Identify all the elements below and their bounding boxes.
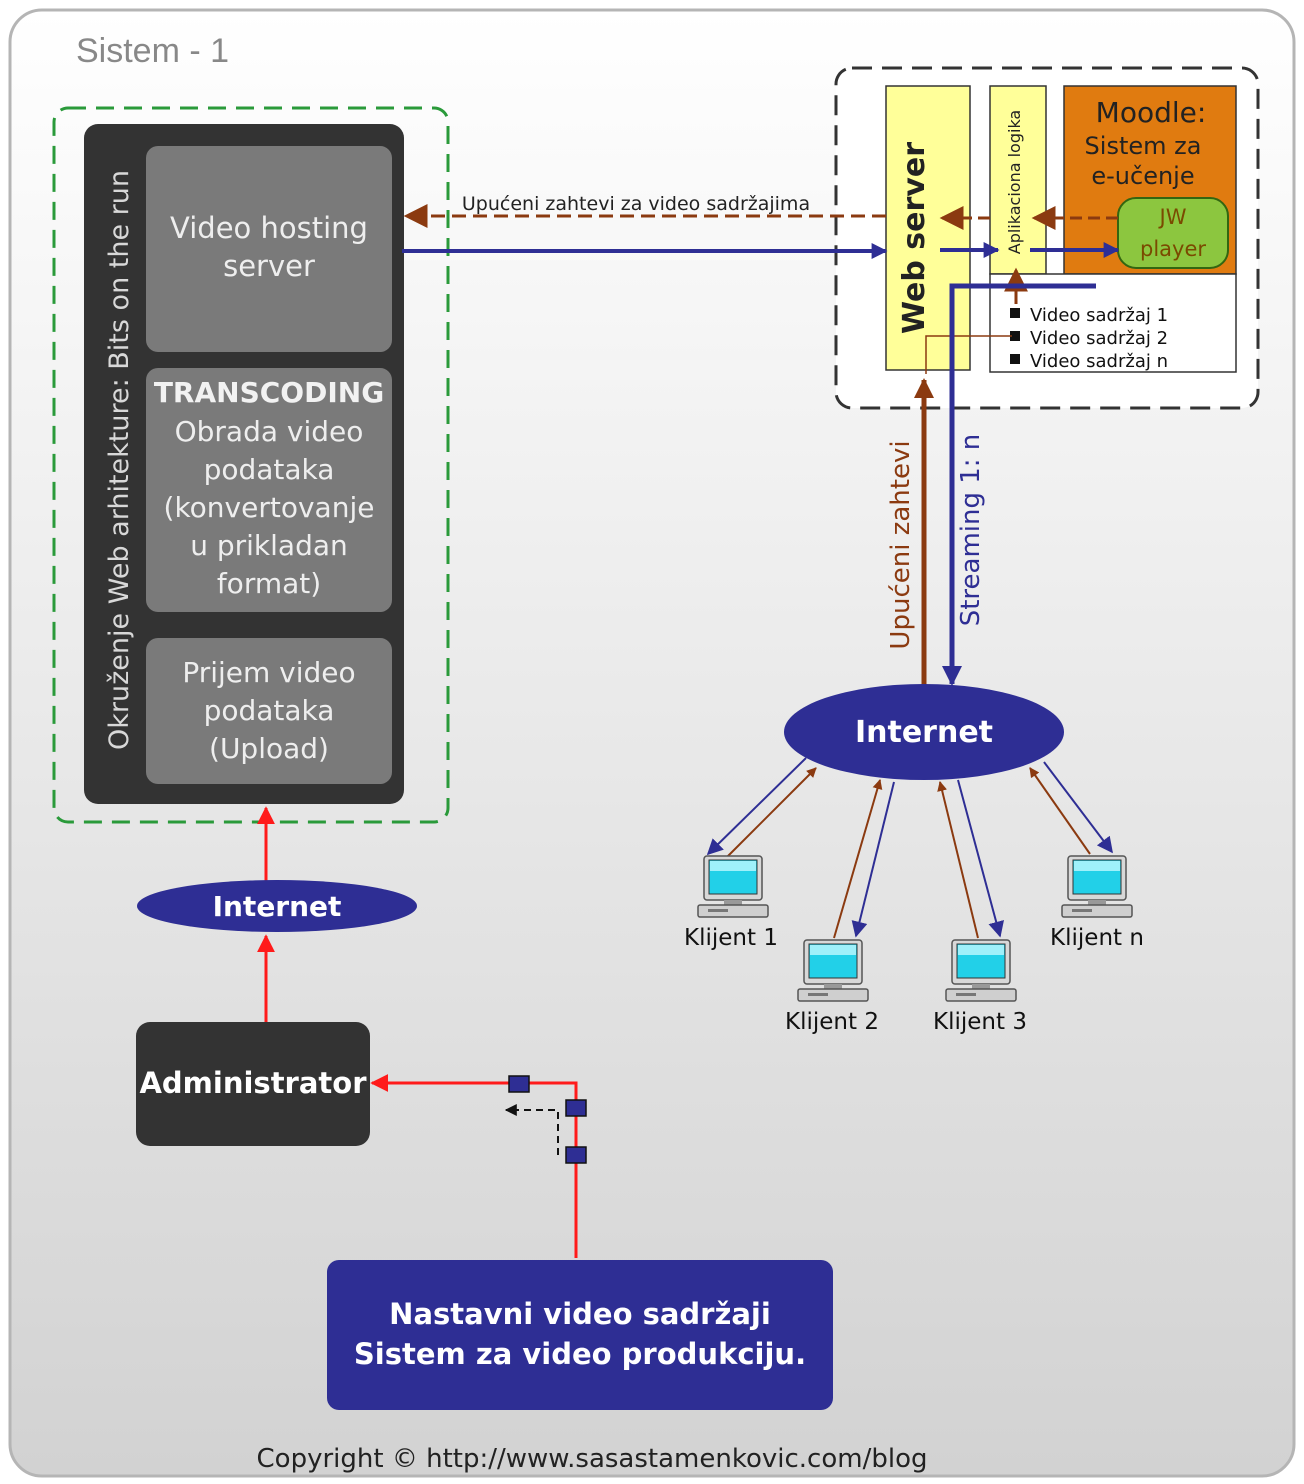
streaming-vertical-label: Streaming 1: n bbox=[956, 434, 986, 627]
web-server-box bbox=[885, 85, 971, 371]
video-hosting-box bbox=[146, 146, 392, 352]
upload-line-1: Prijem video bbox=[182, 656, 355, 689]
moodle-line-3: e-učenje bbox=[1091, 162, 1194, 190]
jw-player-line-1: JW bbox=[1158, 205, 1187, 229]
transcoding-heading: TRANSCODING bbox=[154, 376, 384, 409]
link-down-client-2 bbox=[851, 781, 895, 938]
jw-player-box bbox=[1117, 197, 1229, 269]
internet-right-label: Internet bbox=[855, 715, 993, 750]
production-to-admin-line bbox=[370, 1074, 578, 1258]
video-hosting-line-1: Video hosting bbox=[170, 211, 368, 245]
administrator-box bbox=[136, 1022, 370, 1146]
page-title: Sistem - 1 bbox=[76, 32, 229, 70]
moodle-line-2: Sistem za bbox=[1085, 132, 1202, 160]
link-up-client-n bbox=[1029, 767, 1091, 855]
video-item-2: Video sadržaj 2 bbox=[1030, 328, 1168, 349]
computer-icon bbox=[945, 939, 1017, 1002]
arrow-streaming-down bbox=[942, 283, 1096, 686]
internet-left-ellipse bbox=[137, 880, 417, 932]
production-box bbox=[327, 1260, 833, 1410]
environment-dashed-frame bbox=[52, 106, 450, 824]
link-down-client-3 bbox=[957, 779, 1004, 938]
copyright-text: Copyright © http://www.sasastamenkovic.c… bbox=[257, 1444, 928, 1474]
transcoding-line-4: u prikladan bbox=[190, 529, 348, 562]
transcoding-line-5: format) bbox=[217, 567, 321, 600]
dashed-feedback-line bbox=[504, 1104, 559, 1155]
link-up-client-3 bbox=[937, 781, 979, 939]
video-list-box bbox=[989, 273, 1237, 373]
connector-node-2 bbox=[565, 1099, 587, 1117]
production-line-2: Sistem za video produkciju. bbox=[354, 1337, 806, 1371]
client-2-label: Klijent 2 bbox=[785, 1009, 879, 1035]
video-item-2-bullet bbox=[1010, 331, 1020, 341]
client-3-label: Klijent 3 bbox=[933, 1009, 1027, 1035]
transcoding-box bbox=[146, 368, 392, 612]
administrator-label: Administrator bbox=[139, 1066, 367, 1100]
transcoding-line-2: podataka bbox=[204, 453, 335, 486]
computer-icon bbox=[697, 855, 769, 918]
video-item-1-bullet bbox=[1010, 308, 1020, 318]
web-server-feed-line bbox=[925, 335, 1012, 374]
upload-line-2: podataka bbox=[204, 694, 335, 727]
link-up-client-1 bbox=[725, 767, 817, 859]
environment-label: Okruženje Web arhitekture: Bits on the r… bbox=[104, 170, 135, 750]
connector-node-1 bbox=[508, 1075, 530, 1093]
link-up-client-2 bbox=[833, 779, 883, 939]
requests-vertical-label: Upućeni zahtevi bbox=[886, 440, 916, 649]
transcoding-line-3: (konvertovanje bbox=[164, 491, 375, 524]
internet-right-ellipse bbox=[784, 684, 1064, 780]
client-n-label: Klijent n bbox=[1050, 925, 1144, 951]
jw-player-line-2: player bbox=[1140, 237, 1206, 261]
video-item-1: Video sadržaj 1 bbox=[1030, 305, 1168, 326]
video-item-3: Video sadržaj n bbox=[1030, 351, 1168, 372]
app-logic-label: Aplikaciona logika bbox=[1005, 110, 1024, 254]
upload-box bbox=[146, 638, 392, 784]
computer-icon bbox=[1061, 855, 1133, 918]
transcoding-line-1: Obrada video bbox=[175, 415, 364, 448]
web-server-label: Web server bbox=[897, 142, 932, 334]
video-item-3-bullet bbox=[1010, 354, 1020, 364]
production-line-1: Nastavni video sadržaji bbox=[389, 1297, 771, 1331]
connector-node-3 bbox=[565, 1146, 587, 1164]
computer-icon bbox=[797, 939, 869, 1002]
link-down-client-n bbox=[1043, 761, 1113, 854]
upload-line-3: (Upload) bbox=[209, 732, 329, 765]
video-hosting-line-2: server bbox=[223, 249, 315, 283]
moodle-line-1: Moodle: bbox=[1096, 96, 1207, 129]
link-down-client-1 bbox=[706, 757, 807, 856]
requests-label: Upućeni zahtevi za video sadržajima bbox=[462, 193, 810, 215]
internet-left-label: Internet bbox=[213, 890, 342, 923]
client-1-label: Klijent 1 bbox=[684, 925, 778, 951]
